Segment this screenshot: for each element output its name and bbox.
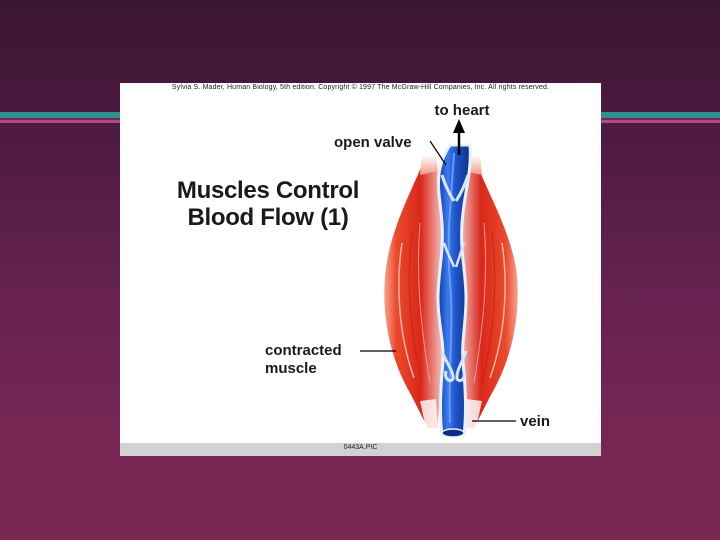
- label-open-valve: open valve: [334, 134, 412, 151]
- muscle-vein-diagram: to heart open valve contracted muscle ve…: [265, 102, 550, 438]
- slide-title-line-2: Blood Flow (1): [187, 204, 349, 231]
- label-contracted: contracted: [265, 342, 342, 359]
- label-to-heart: to heart: [434, 102, 489, 119]
- image-file-label: 0443A.PIC: [343, 444, 378, 451]
- slide-title-line-1: Muscles Control: [176, 177, 360, 204]
- label-muscle: muscle: [265, 360, 317, 377]
- slide-card: Sylvia S. Mader, Human Biology, 5th edit…: [120, 83, 601, 456]
- slide-footer-bar: 0443A.PIC: [120, 443, 601, 456]
- vein-vessel: [436, 143, 472, 438]
- label-vein: vein: [520, 413, 550, 430]
- to-heart-arrow-icon: [453, 119, 465, 155]
- copyright-notice: Sylvia S. Mader, Human Biology, 5th edit…: [171, 84, 550, 91]
- slide-title: Muscles Control Blood Flow (1): [158, 177, 378, 231]
- contracted-muscle-left: [384, 155, 451, 428]
- leader-line-open-valve: [429, 140, 447, 166]
